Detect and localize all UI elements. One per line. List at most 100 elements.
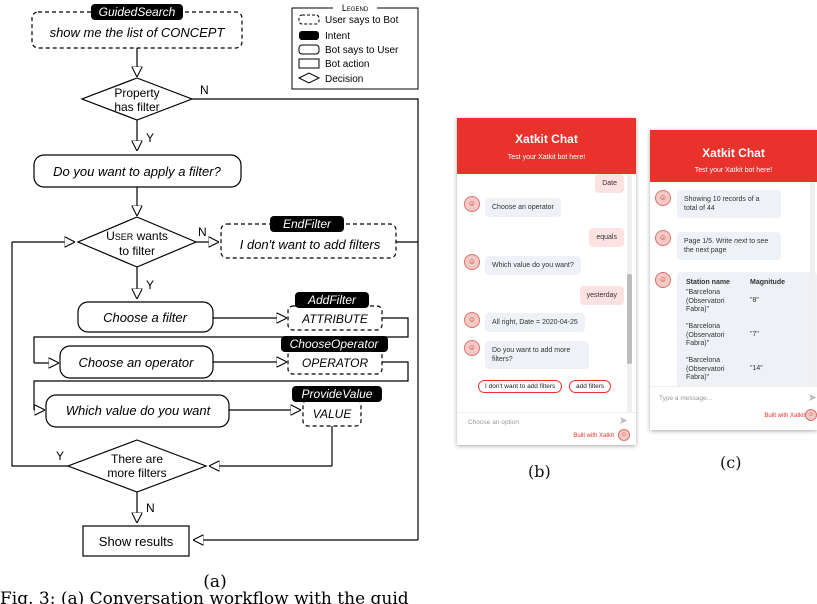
show-results-text: Show results xyxy=(99,534,174,549)
xatkit-logo-icon: ☺ xyxy=(618,429,630,441)
legend-item-intent: Intent xyxy=(325,31,350,42)
choose-filter-box xyxy=(77,301,214,333)
chat-input-b[interactable]: Choose an option ➤ Built with Xatkit ☺ xyxy=(457,412,636,445)
chat-messages-c[interactable]: ☺ Showing 10 records of a total of 44 ☺ … xyxy=(650,182,817,386)
operator-text: OPERATOR xyxy=(302,356,369,370)
legend-item-decision: Decision xyxy=(325,74,363,85)
more-filters-text-1: There are xyxy=(111,452,163,466)
results-table: Station name Magnitude "Barcelona (Obser… xyxy=(686,279,806,386)
bot-message: All right, Date = 2020-04-25 xyxy=(485,313,585,332)
magnitude-cell: "7" xyxy=(750,331,759,338)
bot-message: Choose an operator xyxy=(485,198,561,217)
column-header-station: Station name xyxy=(686,279,730,286)
built-with-label[interactable]: Built with Xatkit xyxy=(573,433,614,439)
column-header-magnitude: Magnitude xyxy=(750,279,785,286)
caption-c: (c) xyxy=(720,453,742,472)
chat-messages-b[interactable]: Date ☺ Choose an operator equals ☺ Which… xyxy=(457,174,636,412)
y-label-loop: Y xyxy=(56,449,64,463)
bot-message: Which value do you want? xyxy=(485,256,581,275)
chat-scrollbar[interactable] xyxy=(810,182,815,386)
n-label-top: N xyxy=(200,83,209,97)
quick-reply-end-filter[interactable]: I don't want to add filters xyxy=(478,380,563,393)
chat-subtitle-c: Test your Xatkit bot here! xyxy=(694,167,773,174)
bot-avatar-icon: ☺ xyxy=(464,340,480,356)
attribute-text: ATTRIBUTE xyxy=(301,312,369,326)
user-message: Date xyxy=(595,174,624,193)
y-label-2: Y xyxy=(146,278,154,292)
choose-filter-text: Choose a filter xyxy=(103,310,187,325)
chat-input-c[interactable]: Type a message... ➤ Built with Xatkit ☺ xyxy=(650,386,817,430)
which-value-text: Which value do you want xyxy=(66,403,212,418)
caption-a: (a) xyxy=(203,572,226,592)
end-filter-tag: EndFilter xyxy=(283,217,332,231)
chat-title-b: Xatkit Chat xyxy=(515,132,578,146)
bot-message: Do you want to add more filters? xyxy=(485,341,589,369)
apply-filter-text: Do you want to apply a filter? xyxy=(53,164,221,179)
show-concept-text: show me the list of CONCEPT xyxy=(50,25,226,40)
table-row: "Barcelona (Observatori Fabra)" "8" xyxy=(686,289,806,323)
provide-value-tag: ProvideValue xyxy=(302,387,373,401)
user-message: yesterday xyxy=(579,286,624,305)
legend-item-bot-says: Bot says to User xyxy=(325,45,399,56)
xatkit-logo-icon: ☺ xyxy=(805,409,817,421)
n-label-bottom: N xyxy=(146,501,155,515)
station-cell: "Barcelona (Observatori Fabra)" xyxy=(686,357,725,381)
input-placeholder: Type a message... xyxy=(659,395,713,402)
station-cell: "Barcelona (Observatori Fabra)" xyxy=(686,323,725,347)
legend: Legend User says to Bot Intent Bot says … xyxy=(291,3,419,90)
y-label-1: Y xyxy=(146,131,154,145)
which-value-box xyxy=(45,394,230,428)
bot-avatar-icon: ☺ xyxy=(655,230,671,246)
table-header: Station name Magnitude xyxy=(686,279,806,289)
bot-avatar-icon: ☺ xyxy=(655,272,671,288)
scrollbar-thumb[interactable] xyxy=(627,274,632,364)
built-with-label[interactable]: Built with Xatkit xyxy=(764,413,805,419)
magnitude-cell: "8" xyxy=(750,297,759,304)
send-icon[interactable]: ➤ xyxy=(618,415,628,427)
bot-message: Showing 10 records of a total of 44 xyxy=(677,190,781,218)
no-more-filters-text: I don't want to add filters xyxy=(240,237,381,252)
bot-avatar-icon: ☺ xyxy=(464,312,480,328)
n-label-mid: N xyxy=(198,225,207,239)
user-wants-text: USER wants xyxy=(106,229,168,243)
magnitude-cell: "14" xyxy=(750,365,763,372)
property-text-1: Property xyxy=(114,86,159,100)
chat-scrollbar[interactable] xyxy=(627,174,632,412)
caption-b: (b) xyxy=(528,462,551,481)
table-row: "Barcelona (Observatori Fabra)" "14" xyxy=(686,357,806,386)
chat-header-b: Xatkit Chat Test your Xatkit bot here! xyxy=(457,118,636,174)
guided-search-tag: GuidedSearch xyxy=(99,5,176,19)
chat-title-c: Xatkit Chat xyxy=(702,146,765,160)
add-filter-tag: AddFilter xyxy=(307,293,357,307)
legend-item-bot-action: Bot action xyxy=(325,59,369,70)
bot-avatar-icon: ☺ xyxy=(464,196,480,212)
input-placeholder: Choose an option xyxy=(468,419,519,426)
station-cell: "Barcelona (Observatori Fabra)" xyxy=(686,289,725,313)
send-icon[interactable]: ➤ xyxy=(807,392,817,404)
chat-window-b: Xatkit Chat Test your Xatkit bot here! D… xyxy=(457,118,636,445)
table-row: "Barcelona (Observatori Fabra)" "7" xyxy=(686,323,806,357)
more-filters-text-2: more filters xyxy=(107,466,166,480)
legend-item-user-says: User says to Bot xyxy=(325,15,399,26)
results-table-message xyxy=(677,272,817,386)
user-message: equals xyxy=(589,228,624,247)
value-text: VALUE xyxy=(313,407,353,421)
figure-caption: Fig. 3: (a) Conversation workflow with t… xyxy=(0,589,409,604)
bot-message: Page 1/5. Write next to see the next pag… xyxy=(677,232,781,260)
chat-subtitle-b: Test your Xatkit bot here! xyxy=(507,154,586,161)
chat-window-c: Xatkit Chat Test your Xatkit bot here! ☺… xyxy=(650,130,817,430)
guided-search-flowchart: GuidedSearch show me the list of CONCEPT… xyxy=(0,3,419,604)
quick-reply-add-filters[interactable]: add filters xyxy=(569,380,612,393)
table-rows: "Barcelona (Observatori Fabra)""8""Barce… xyxy=(686,289,806,386)
show-results-box xyxy=(82,525,190,557)
property-text-2: has filter xyxy=(114,100,159,114)
chat-header-c: Xatkit Chat Test your Xatkit bot here! xyxy=(650,130,817,182)
choose-operator-text: Choose an operator xyxy=(79,355,195,370)
bot-avatar-icon: ☺ xyxy=(464,254,480,270)
end-filter-intent xyxy=(220,223,397,259)
choose-operator-tag: ChooseOperator xyxy=(290,337,380,351)
bot-avatar-icon: ☺ xyxy=(655,190,671,206)
legend-title: Legend xyxy=(342,3,369,13)
to-filter-text: to filter xyxy=(119,244,155,258)
